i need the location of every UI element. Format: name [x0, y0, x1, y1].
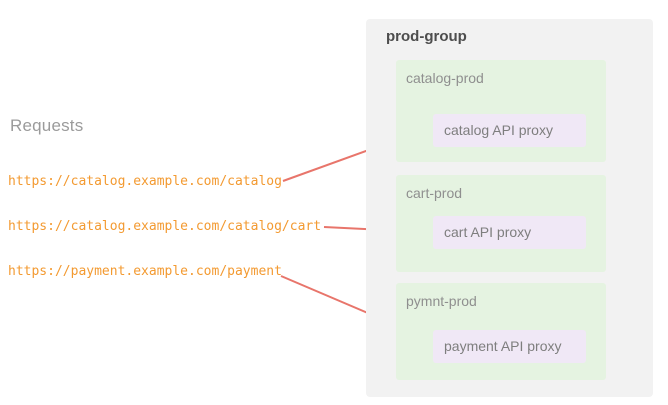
requests-title: Requests	[10, 116, 84, 135]
proxy-payment: payment API proxy	[433, 330, 586, 363]
environment-label: cart-prod	[406, 185, 463, 201]
request-url-catalog: https://catalog.example.com/catalog	[8, 174, 282, 189]
proxy-cart: cart API proxy	[433, 216, 586, 249]
environment-label: pymnt-prod	[406, 293, 477, 309]
environment-label: catalog-prod	[406, 70, 484, 86]
proxy-catalog: catalog API proxy	[433, 114, 586, 147]
request-url-payment: https://payment.example.com/payment	[8, 264, 282, 279]
environment-pymnt-prod: pymnt-prod payment API proxy	[396, 283, 606, 380]
group-label: prod-group	[386, 28, 467, 45]
environment-catalog-prod: catalog-prod catalog API proxy	[396, 60, 606, 162]
environment-group-box: prod-group catalog-prod catalog API prox…	[366, 19, 653, 397]
request-url-cart: https://catalog.example.com/catalog/cart	[8, 219, 322, 234]
environment-cart-prod: cart-prod cart API proxy	[396, 175, 606, 272]
